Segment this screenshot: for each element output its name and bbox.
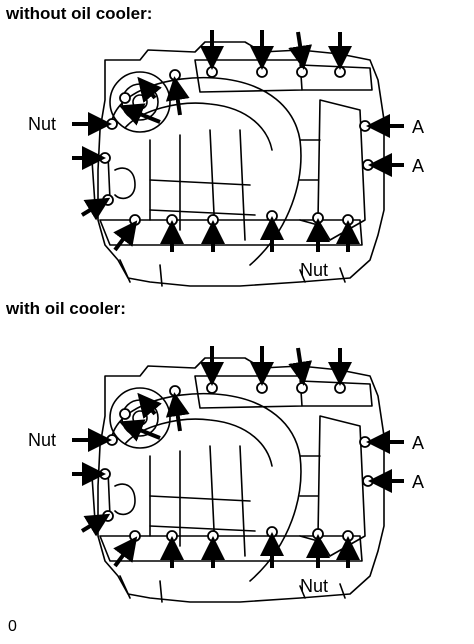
section-heading-without-oil-cooler: without oil cooler: [6,4,153,23]
block-outline [97,41,385,287]
pulley [109,387,171,449]
pulley-center [132,410,148,426]
ribs [149,445,246,557]
cover-inner [124,102,273,151]
section-heading-with-oil-cooler: with oil cooler: [6,299,126,318]
arrows [72,346,404,568]
label-nut-bottom: Nut [300,576,328,596]
base-feet [119,575,346,603]
engine-diagram: Nut Nut A A [28,30,424,287]
block-outline [97,357,385,603]
diagram-with-oil-cooler: Nut Nut A A [0,336,474,626]
arrows [72,30,404,252]
left-lobe [114,167,136,200]
label-nut-left: Nut [28,114,56,134]
label-a-lower: A [412,156,424,176]
left-lobe [114,483,136,516]
right-panel [317,99,366,241]
cross-ribs [149,495,256,532]
footer-mark: 0 [8,618,17,635]
label-a-lower: A [412,472,424,492]
pulley [109,71,171,133]
ribs [149,129,246,241]
label-nut-left: Nut [28,430,56,450]
cross-ribs [149,179,256,216]
engine-diagram: Nut Nut A A [28,346,424,603]
cover-inner [124,418,273,467]
label-a-upper: A [412,117,424,137]
label-a-upper: A [412,433,424,453]
right-panel [317,415,366,557]
label-nut-bottom: Nut [300,260,328,280]
pulley-center [132,94,148,110]
diagram-without-oil-cooler: Nut Nut A A [0,20,474,310]
base-feet [119,259,346,287]
